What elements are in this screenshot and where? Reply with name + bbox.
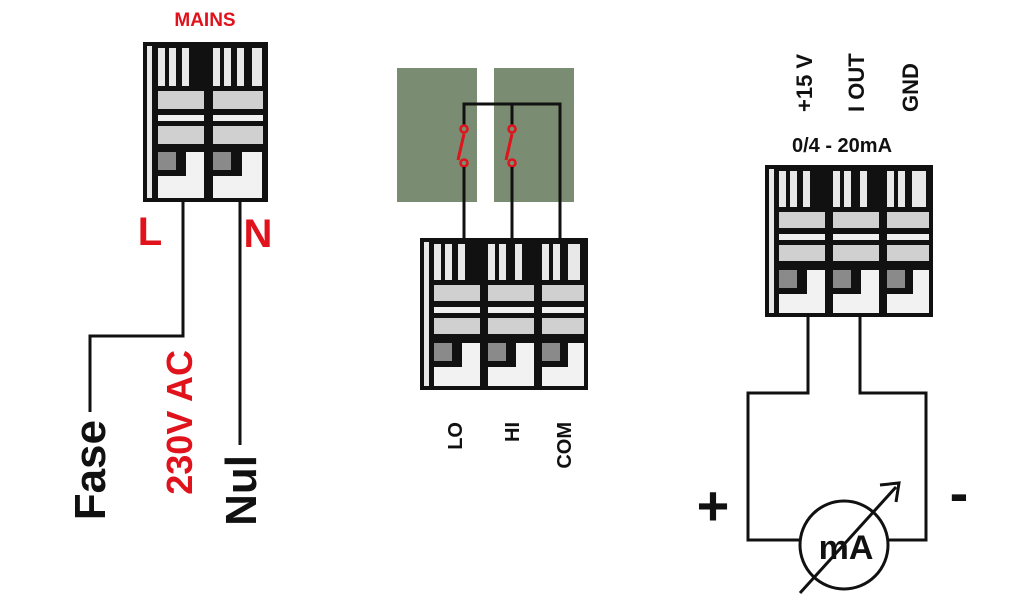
phase-wire xyxy=(88,202,185,412)
mains-title: MAINS xyxy=(174,10,235,31)
relay-slot-2 xyxy=(488,244,534,386)
relay-contacts xyxy=(397,68,574,238)
voltage-label: 230V AC xyxy=(159,350,200,495)
mains-slot-2 xyxy=(213,48,263,198)
relay-terminal-com: COM xyxy=(554,422,576,469)
analog-terminal-gnd: GND xyxy=(898,63,923,112)
relay-terminal-lo: LO xyxy=(445,422,467,450)
mains-slot-1 xyxy=(158,48,204,198)
relay-terminal-block xyxy=(420,238,588,390)
analog-slot-1 xyxy=(779,171,825,313)
analog-terminal-15v: +15 V xyxy=(792,54,817,112)
relay-contact-lo xyxy=(456,124,469,238)
relay-contact-hi xyxy=(504,124,517,238)
analog-slot-2 xyxy=(833,171,879,313)
loop-wire-positive xyxy=(746,317,810,542)
analog-range-label: 0/4 - 20mA xyxy=(792,135,892,157)
plus-sign: + xyxy=(697,474,730,537)
analog-terminal-block xyxy=(765,165,933,317)
meter-arrow-icon xyxy=(798,485,898,595)
analog-slot-3 xyxy=(887,171,929,313)
mains-terminal-block xyxy=(143,42,268,202)
relay-slot-3 xyxy=(542,244,584,386)
relay-slot-1 xyxy=(434,244,480,386)
mains-terminal-l: L xyxy=(138,210,162,254)
relay-panel-2 xyxy=(494,68,574,202)
phase-label: Fase xyxy=(66,420,115,520)
minus-sign: - xyxy=(950,461,969,524)
milliamp-meter: mA xyxy=(798,481,901,595)
analog-terminal-iout: I OUT xyxy=(844,53,869,112)
relay-terminal-hi: HI xyxy=(502,422,524,442)
loop-wire-negative xyxy=(858,317,928,542)
neutral-label: Nul xyxy=(217,455,266,526)
meter-label: mA xyxy=(819,529,874,567)
mains-terminal-n: N xyxy=(244,212,273,256)
